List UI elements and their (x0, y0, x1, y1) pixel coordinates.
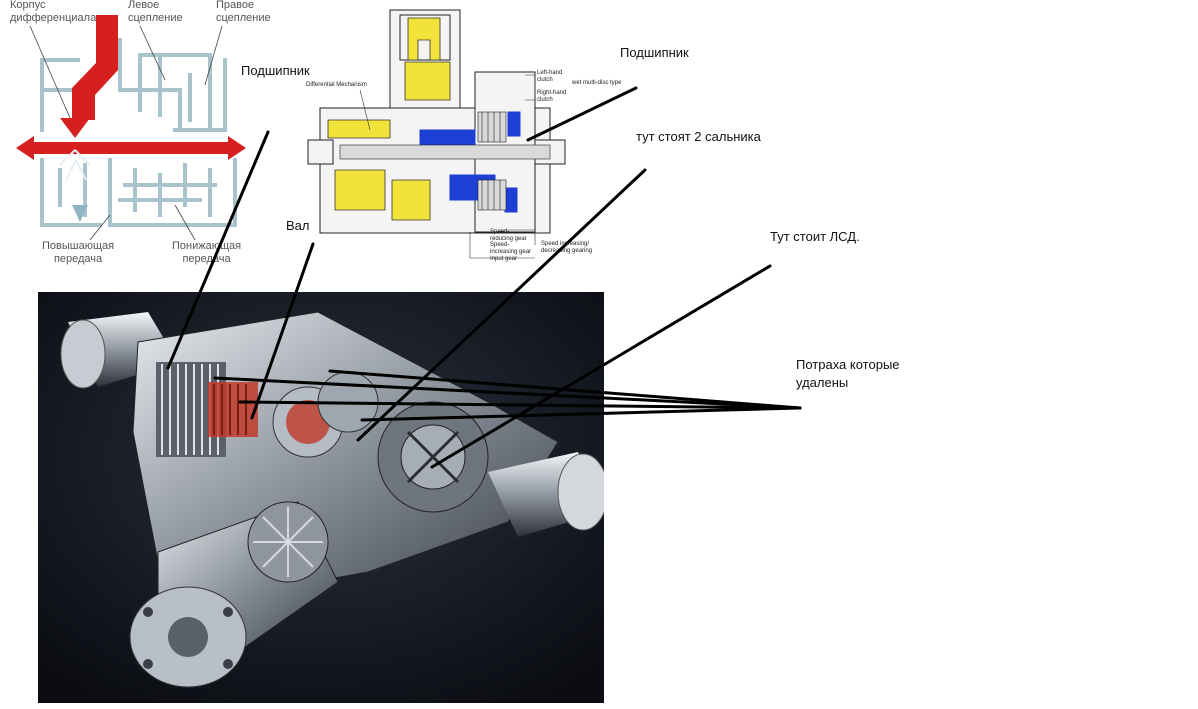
annotation-bearing-right: Подшипник (620, 45, 689, 60)
label-differential-mechanism: Differential Mechanism (306, 82, 367, 88)
annotation-bearing-left: Подшипник (241, 63, 310, 78)
annotation-two-seals: тут стоят 2 сальника (636, 129, 761, 144)
label-speed-reducing: Speed- reducing gear (490, 229, 527, 242)
annotation-removed: Потраха которые удалены (796, 357, 900, 390)
label-speed-inc-dec: Speed increasing/ decreasing gearing (541, 241, 593, 254)
technical-cutaway (307, 9, 566, 259)
annotation-shaft: Вал (286, 218, 310, 233)
schematic-leader-lines (29, 25, 223, 241)
label-downshift: Понижающая передача (172, 240, 242, 265)
label-wet-multi-disc: wet multi-disc type (572, 80, 622, 86)
label-housing: Корпус дифференциала (10, 0, 97, 24)
label-right-hand-clutch: Right-hand clutch (537, 90, 567, 103)
label-left-hand-clutch: Left-hand clutch (537, 70, 563, 83)
label-input-gear: Input gear (490, 256, 518, 262)
label-left-clutch: Левое сцепление (128, 0, 183, 24)
annotation-lsd: Тут стоит ЛСД. (770, 229, 860, 244)
label-upshift: Повышающая передача (42, 240, 115, 265)
schematic-diagram (16, 15, 246, 227)
label-speed-increasing: Speed- increasing gear (490, 242, 532, 255)
label-right-clutch: Правое сцепление (216, 0, 271, 24)
differential-photo (38, 292, 604, 703)
